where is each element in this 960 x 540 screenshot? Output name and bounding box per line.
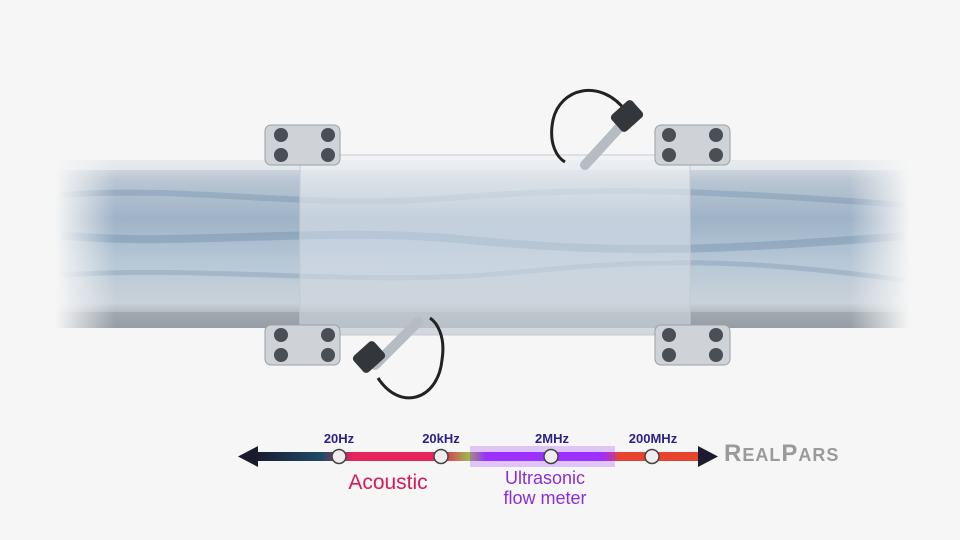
tick-markers [331, 448, 660, 465]
acoustic-label: Acoustic [348, 471, 428, 494]
flange-bottom-right [654, 324, 731, 366]
tick-label-20khz: 20kHz [422, 431, 460, 446]
logo-p: P [781, 440, 799, 467]
tick-marker-20khz [433, 448, 449, 465]
ultrasonic-label-line1: Ultrasonic [504, 468, 586, 488]
tick-label-20hz: 20Hz [323, 431, 355, 446]
clamp-sleeve [299, 154, 691, 336]
tick-marker-20hz [331, 448, 347, 465]
ultrasonic-label-line2: flow meter [503, 488, 587, 508]
logo-ars: ARS [798, 445, 840, 465]
realpars-logo: REALPARS [724, 440, 839, 468]
tick-marker-200mhz [644, 448, 660, 465]
tick-label-200mhz: 200MHz [628, 431, 678, 446]
tick-label-2mhz: 2MHz [535, 431, 569, 446]
tick-marker-2mhz [543, 448, 559, 465]
flange-top-right [654, 124, 731, 166]
ultrasonic-label: Ultrasonic flow meter [470, 468, 620, 508]
flange-bottom-left [264, 324, 341, 366]
logo-r: R [724, 440, 743, 467]
transducer-bottom [352, 316, 445, 400]
logo-eal: EAL [742, 445, 782, 465]
transducer-top [550, 89, 644, 170]
frequency-spectrum-arrow [238, 446, 718, 467]
flange-top-left [264, 124, 341, 166]
